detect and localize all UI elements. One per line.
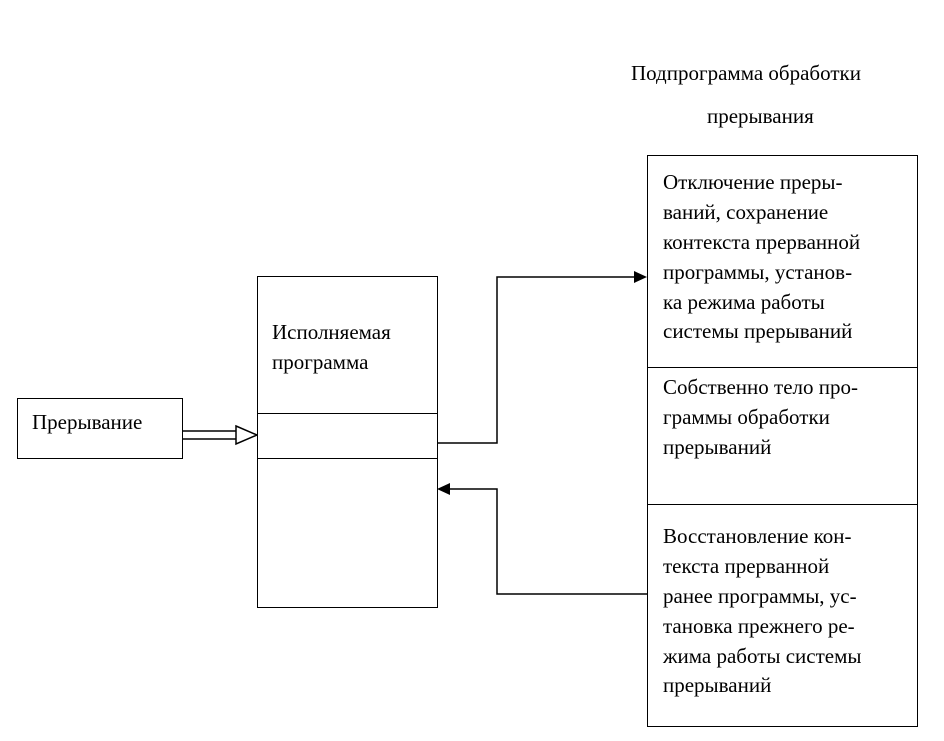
step2-line: Собственно тело про- (663, 375, 858, 399)
step1-line: системы прерываний (663, 319, 853, 343)
step3-line: Восстановление кон- (663, 524, 852, 548)
program-label-line1: Исполняемая (272, 320, 391, 344)
interrupt-label: Прерывание (32, 410, 143, 434)
return-arrow (437, 483, 647, 595)
step1-line: Отключение преры- (663, 170, 843, 194)
handler-title-line1: Подпрограмма обработки (631, 61, 861, 85)
step2-line: граммы обработки (663, 405, 830, 429)
interrupt-box: Прерывание (17, 398, 183, 459)
step1-line: ка режима работы (663, 290, 825, 314)
program-label-line2: программа (272, 350, 369, 374)
handler-box: Отключение преры- ваний, сохранение конт… (647, 155, 918, 727)
step1-line: контекста прерванной (663, 230, 861, 254)
handler-step-3: Восстановление кон- текста прерванной ра… (648, 505, 917, 726)
step3-line: текста прерванной (663, 554, 830, 578)
interrupt-arrow (182, 424, 259, 446)
step2-line: прерываний (663, 435, 772, 459)
step3-line: прерываний (663, 673, 772, 697)
program-box: Исполняемая программа (257, 276, 438, 608)
step3-line: жима работы системы (663, 644, 862, 668)
step1-line: ваний, сохранение (663, 200, 829, 224)
step3-line: тановка прежнего ре- (663, 614, 855, 638)
step1-line: программы, установ- (663, 260, 853, 284)
step3-line: ранее программы, ус- (663, 584, 857, 608)
handler-step-1: Отключение преры- ваний, сохранение конт… (648, 156, 917, 368)
program-interrupted-section (258, 413, 437, 459)
handler-step-2: Собственно тело про- граммы обработки пр… (648, 368, 917, 505)
call-handler-arrow (437, 271, 647, 444)
handler-title-line2: прерывания (707, 104, 814, 128)
